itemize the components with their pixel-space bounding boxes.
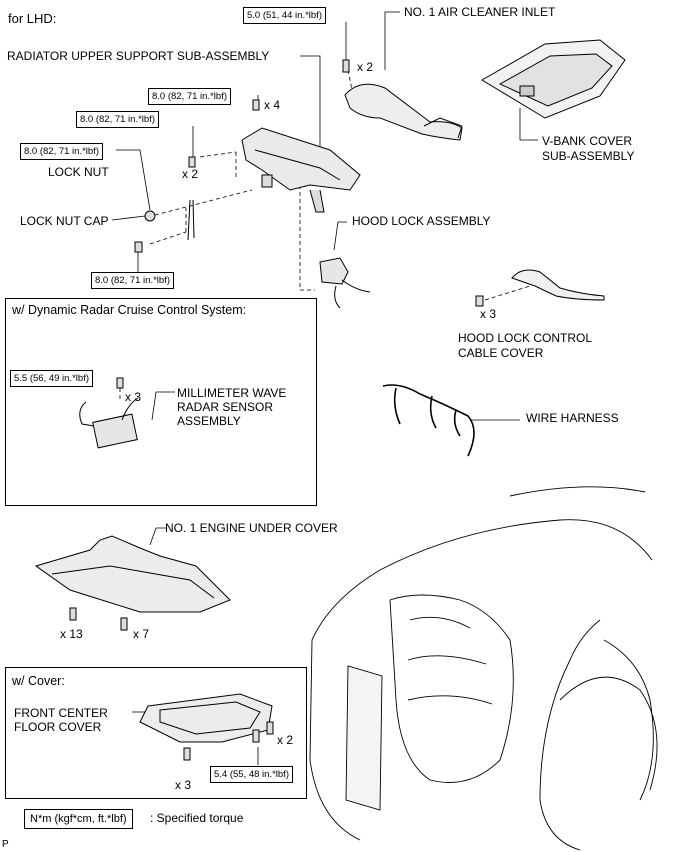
cover-section-title: w/ Cover: bbox=[12, 674, 65, 688]
torque-box-lock-nut: 8.0 (82, 71 in.*lbf) bbox=[20, 143, 103, 160]
torque-box-radar: 5.5 (56, 49 in.*lbf) bbox=[10, 370, 93, 387]
label-hood-lock: HOOD LOCK ASSEMBLY bbox=[352, 214, 491, 228]
hood-cable-cover-drawing bbox=[475, 269, 605, 307]
qty-support-side: x 2 bbox=[182, 167, 199, 181]
torque-box-air-cleaner: 5.0 (51, 44 in.*lbf) bbox=[243, 7, 326, 24]
qty-radar: x 3 bbox=[125, 390, 142, 404]
variant-heading: for LHD: bbox=[8, 11, 57, 26]
qty-hood-cable: x 3 bbox=[480, 307, 497, 321]
label-lock-nut-cap: LOCK NUT CAP bbox=[20, 214, 109, 228]
legend-torque-unit-box: N*m (kgf*cm, ft.*lbf) bbox=[24, 809, 133, 829]
label-hood-cable-2: CABLE COVER bbox=[458, 346, 544, 360]
label-lock-nut: LOCK NUT bbox=[48, 165, 109, 179]
label-vbank-cover-1: V-BANK COVER bbox=[542, 134, 633, 148]
label-floor-cover-2: FLOOR COVER bbox=[14, 720, 102, 734]
qty-air-cleaner: x 2 bbox=[357, 60, 374, 74]
engine-under-cover-drawing bbox=[34, 535, 231, 631]
label-wire-harness: WIRE HARNESS bbox=[526, 411, 619, 425]
qty-under-cover-b: x 7 bbox=[133, 627, 150, 641]
floor-cover-drawing bbox=[139, 693, 274, 761]
air-cleaner-inlet-drawing bbox=[342, 59, 463, 141]
label-radar-2: RADAR SENSOR bbox=[177, 400, 274, 414]
qty-floor-cover-a: x 2 bbox=[277, 733, 294, 747]
dashed-lines bbox=[119, 69, 531, 400]
hood-lock-drawing bbox=[319, 257, 371, 309]
torque-box-support-x4: 8.0 (82, 71 in.*lbf) bbox=[148, 88, 231, 105]
legend-meaning: : Specified torque bbox=[150, 811, 244, 825]
cover-section-frame bbox=[5, 667, 307, 799]
label-radar-3: ASSEMBLY bbox=[177, 414, 241, 428]
label-radar-1: MILLIMETER WAVE bbox=[177, 386, 287, 400]
torque-box-floor-cover: 5.4 (55, 48 in.*lbf) bbox=[210, 766, 293, 783]
qty-under-cover-a: x 13 bbox=[60, 627, 83, 641]
radar-section-frame bbox=[5, 298, 317, 506]
v-bank-cover-drawing bbox=[481, 39, 626, 119]
label-radiator-support: RADIATOR UPPER SUPPORT SUB-ASSEMBLY bbox=[7, 49, 270, 63]
wire-harness-drawing bbox=[382, 384, 475, 457]
label-floor-cover-1: FRONT CENTER bbox=[14, 706, 108, 720]
radar-sensor-drawing bbox=[79, 377, 139, 449]
leader-lines bbox=[111, 11, 538, 765]
footer-code: P bbox=[2, 839, 9, 850]
radiator-support-drawing bbox=[134, 99, 361, 253]
torque-box-support-lower: 8.0 (82, 71 in.*lbf) bbox=[91, 272, 174, 289]
label-hood-cable-1: HOOD LOCK CONTROL bbox=[458, 331, 593, 345]
label-under-cover: NO. 1 ENGINE UNDER COVER bbox=[165, 521, 338, 535]
qty-floor-cover-b: x 3 bbox=[175, 778, 192, 792]
radar-section-title: w/ Dynamic Radar Cruise Control System: bbox=[12, 303, 247, 317]
label-vbank-cover-2: SUB-ASSEMBLY bbox=[542, 149, 635, 163]
label-air-cleaner-inlet: NO. 1 AIR CLEANER INLET bbox=[404, 5, 556, 19]
vehicle-drawing bbox=[309, 486, 658, 851]
qty-support-top: x 4 bbox=[264, 98, 281, 112]
torque-box-support-x2: 8.0 (82, 71 in.*lbf) bbox=[76, 111, 159, 128]
